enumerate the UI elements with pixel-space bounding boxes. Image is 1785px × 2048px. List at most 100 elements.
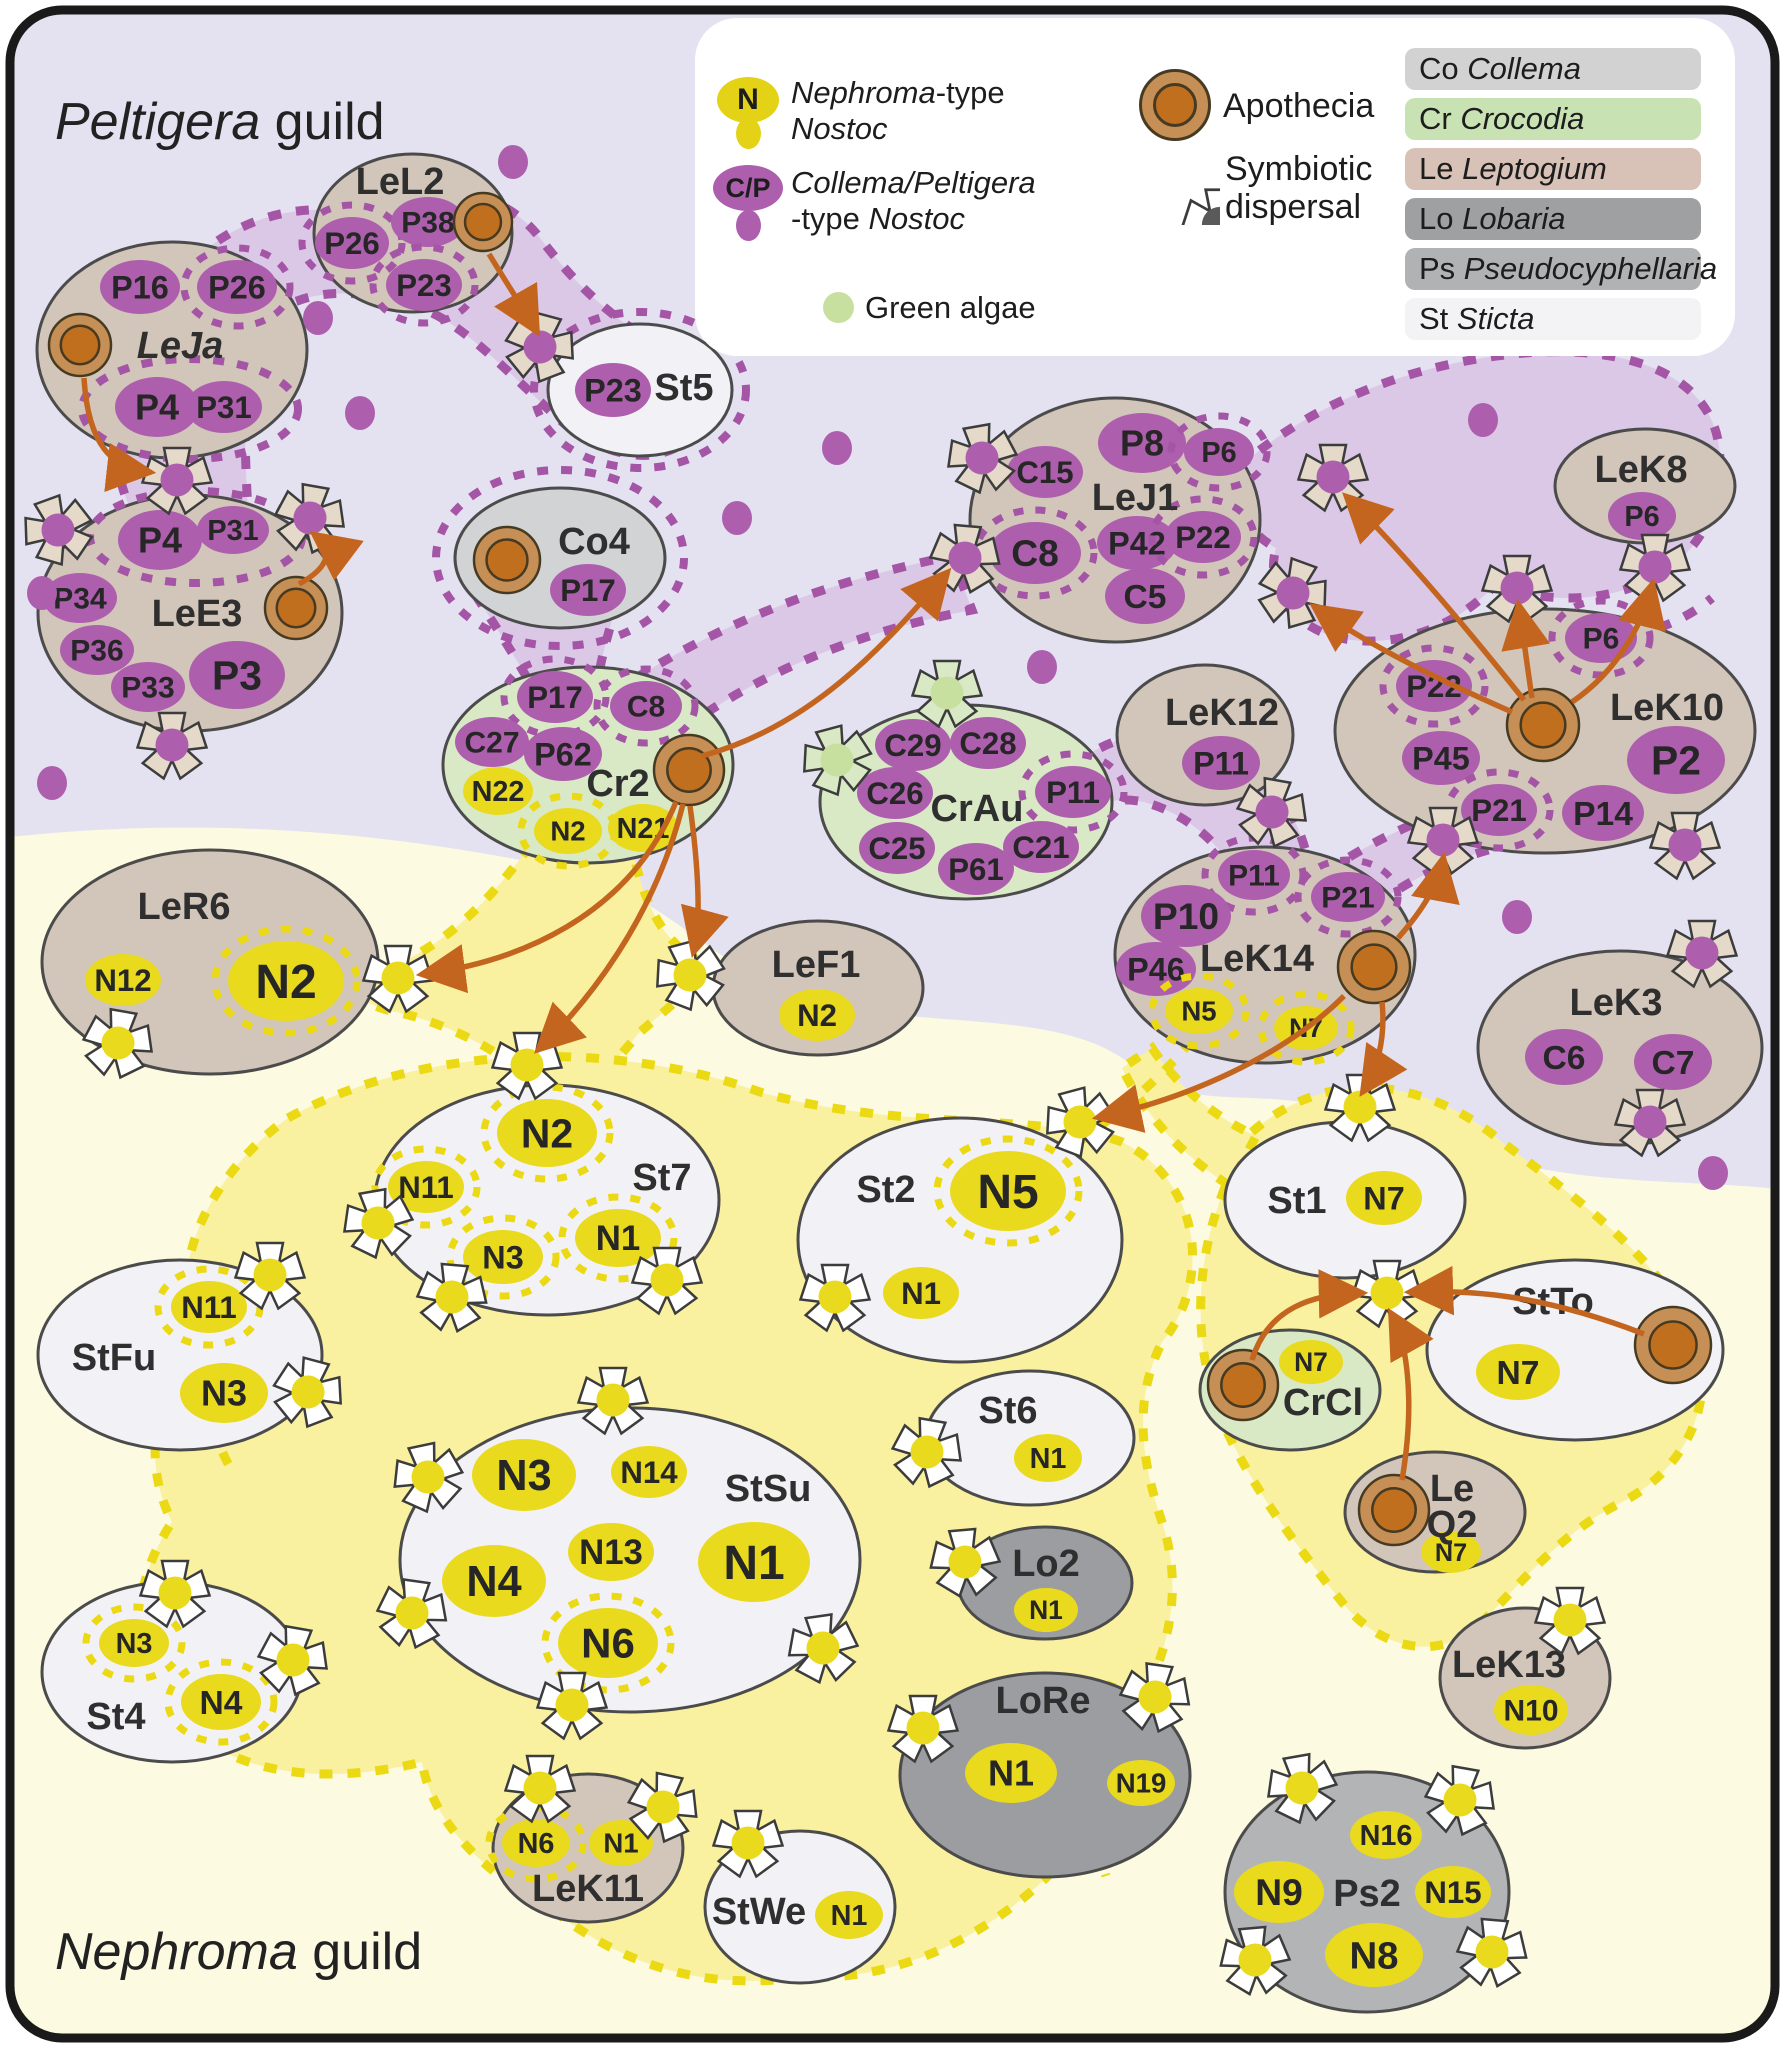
nephroma-nostoc-sharing-link: [205, 1341, 236, 1473]
svg-text:N2: N2: [550, 816, 585, 847]
svg-text:N13: N13: [579, 1533, 643, 1572]
node-label-StSu: StSu: [725, 1468, 812, 1510]
dispersal-arrow: [486, 252, 541, 338]
nostoc-strain-N2-in-Cr2: N2: [534, 808, 602, 854]
apothecia-icon: [1505, 687, 1581, 763]
nostoc-strain-C29-in-CrAu: C29: [875, 719, 951, 771]
species-node-Ps2: [1223, 1770, 1511, 2014]
symbiotic-dispersal-icon: [1267, 1752, 1339, 1825]
svg-text:P17: P17: [527, 680, 583, 715]
symbiotic-dispersal-icon: [787, 1613, 860, 1685]
svg-text:N2: N2: [255, 956, 316, 1009]
cp-nostoc-sharing-network: [628, 550, 979, 734]
svg-text:N1: N1: [901, 1276, 941, 1311]
symbiotic-dispersal-icon: [798, 1263, 872, 1333]
node-label-LeK3: LeK3: [1570, 982, 1663, 1024]
dispersal-arrow: [297, 531, 364, 587]
svg-text:N1: N1: [603, 1828, 638, 1859]
symbiotic-dispersal-icon: [1219, 1925, 1292, 1996]
apothecia-icon: [452, 191, 514, 253]
svg-text:C21: C21: [1012, 830, 1069, 865]
symbiotic-dispersal-icon: [393, 1441, 465, 1514]
svg-text:P38: P38: [401, 207, 454, 240]
nostoc-strain-N2-in-LeF1: N2: [779, 989, 855, 1041]
nostoc-strain-N1-in-St6: N1: [1014, 1434, 1082, 1482]
green-algae-label: Green algae: [865, 290, 1036, 325]
cp-nostoc-symbol: C/P: [725, 172, 771, 203]
nostoc-strain-P38-in-LeL2: P38: [391, 197, 465, 247]
apothecia-icon: [1336, 929, 1412, 1005]
svg-text:N3: N3: [116, 1628, 153, 1660]
svg-text:P11: P11: [1046, 775, 1100, 810]
symbiotic-dispersal-icon: [1648, 811, 1722, 881]
svg-text:N1: N1: [596, 1219, 640, 1258]
nostoc-strain-N11-in-StFu: N11: [171, 1281, 247, 1333]
nostoc-strain-P61-in-CrAu: P61: [938, 843, 1014, 895]
node-label-LeK10: LeK10: [1610, 687, 1724, 729]
node-label-LeK13: LeK13: [1452, 1644, 1566, 1686]
symbiotic-dispersal-icon: [1181, 188, 1220, 225]
svg-text:P23: P23: [396, 268, 452, 303]
node-label-LeJ1: LeJ1: [1092, 477, 1179, 519]
nephroma-nostoc-legend-icon: N: [717, 77, 779, 123]
svg-text:P26: P26: [208, 269, 266, 305]
dispersal-arrow: [1091, 994, 1346, 1133]
svg-text:P21: P21: [1471, 793, 1527, 828]
nostoc-strain-N4-in-St4: N4: [181, 1674, 261, 1730]
free-nostoc-dot: [345, 396, 375, 430]
svg-text:P46: P46: [1127, 951, 1185, 987]
nephroma-nostoc-dot-icon: [736, 118, 761, 149]
node-label-StWe: StWe: [712, 1891, 806, 1933]
cp-nostoc-label: Collema/Peltigera -type Nostoc: [791, 165, 1036, 236]
svg-text:P62: P62: [534, 736, 592, 772]
nephroma-guild-title: Nephroma guild: [55, 1923, 423, 1981]
nostoc-strain-C15-in-LeJ1: C15: [1007, 446, 1083, 498]
nostoc-strain-P62-in-Cr2: P62: [524, 727, 602, 781]
svg-text:P21: P21: [1321, 882, 1374, 915]
svg-text:C8: C8: [1011, 532, 1059, 574]
nostoc-strain-P4-in-LeJa: P4: [115, 377, 199, 437]
symbiotic-dispersal-icon: [1118, 1662, 1191, 1734]
free-nostoc-dot: [303, 301, 333, 335]
svg-text:P17: P17: [560, 573, 616, 608]
nostoc-strain-P26-in-LeJa: P26: [197, 260, 277, 314]
svg-text:N14: N14: [620, 1455, 678, 1490]
nostoc-strain-N1-in-St7: N1: [575, 1209, 661, 1267]
cp-nostoc-dot-icon: [736, 210, 761, 241]
nostoc-strain-N1-in-LoRe: N1: [965, 1743, 1057, 1803]
free-nostoc-dot: [822, 431, 852, 465]
nostoc-strain-P31-in-LeE3: P31: [197, 506, 269, 554]
apothecia-icon: [652, 733, 726, 807]
symbiotic-dispersal-legend-icon: [1181, 188, 1220, 225]
nostoc-strain-P45-in-LeK10: P45: [1402, 731, 1480, 785]
symbiotic-dispersal-icon: [1665, 919, 1739, 989]
nostoc-strain-P34-in-LeE3: P34: [43, 573, 117, 623]
nostoc-strain-P21-in-LeK14: P21: [1311, 872, 1385, 922]
svg-text:N5: N5: [977, 1166, 1038, 1219]
symbiotic-dispersal-icon: [256, 1624, 328, 1697]
symbiotic-dispersal-icon: [415, 1262, 488, 1333]
symbiotic-dispersal-icon: [947, 422, 1019, 495]
svg-text:P26: P26: [324, 226, 380, 261]
nostoc-strain-N12-in-LeR6: N12: [85, 954, 161, 1006]
dispersal-arrow: [701, 567, 952, 759]
svg-text:P22: P22: [1175, 520, 1231, 555]
svg-text:N3: N3: [201, 1373, 247, 1414]
svg-text:N12: N12: [94, 963, 151, 998]
node-label-LeE3: LeE3: [152, 593, 243, 635]
species-node-LeK11: [491, 1772, 685, 1924]
node-label-LeJa: LeJa: [137, 325, 224, 367]
apothecia-label: Apothecia: [1223, 87, 1375, 125]
